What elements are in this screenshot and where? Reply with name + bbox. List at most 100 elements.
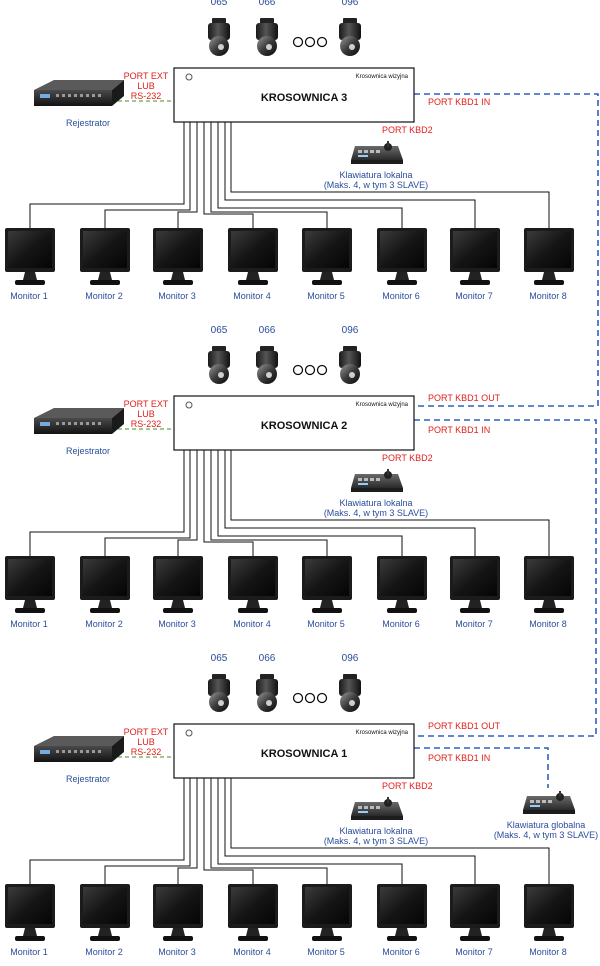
keyboard-display	[358, 811, 368, 813]
ptz-camera-icon	[339, 346, 361, 384]
recorder-display	[40, 750, 50, 754]
matrix-switch-box	[173, 67, 415, 123]
connection-line	[104, 122, 191, 228]
monitor-label: Monitor 6	[382, 291, 420, 301]
monitor-neck	[320, 272, 334, 280]
recorder-side	[112, 736, 124, 762]
camera-mount	[260, 674, 274, 680]
recorder-button	[98, 422, 101, 425]
monitor-neck	[246, 272, 260, 280]
kbd1-in-port-label: PORT KBD1 IN	[428, 753, 490, 763]
monitor-neck	[171, 272, 185, 280]
keyboard-base	[351, 816, 403, 820]
ellipsis-circle-icon	[316, 36, 328, 48]
connection-line	[230, 778, 550, 884]
recorder-icon	[34, 80, 124, 106]
connection-line	[203, 122, 254, 228]
monitor-icon	[377, 556, 427, 613]
matrix-switch-box	[173, 395, 415, 451]
monitor-screen	[527, 559, 571, 596]
keyboard-base	[351, 488, 403, 492]
matrix-title: KROSOWNICA 1	[261, 748, 347, 760]
keyboard-key	[364, 478, 368, 481]
monitor-icon	[228, 556, 278, 613]
keyboard-icon	[351, 141, 403, 164]
power-led-icon	[185, 729, 193, 737]
camera-lens	[218, 44, 224, 50]
monitor-stand	[90, 280, 120, 285]
joystick-shaft	[387, 141, 389, 147]
monitor-icon	[153, 228, 203, 285]
recorder-side	[112, 80, 124, 106]
monitor-label: Monitor 2	[85, 619, 123, 629]
recorder-button	[62, 750, 65, 753]
wires-layer	[29, 93, 599, 884]
camera-lens	[218, 700, 224, 706]
recorder-icon	[34, 408, 124, 434]
matrix-sublabel: Krosownica wizyjna	[356, 730, 409, 736]
recorder-button	[68, 94, 71, 97]
monitor-stand	[460, 608, 490, 613]
local-keyboard-label: Klawiatura lokalna	[339, 170, 412, 180]
keyboard-key	[530, 800, 534, 803]
camera-lens	[266, 44, 272, 50]
keyboard-key	[376, 478, 380, 481]
kbd1-chain-link	[414, 93, 599, 407]
monitor-icon	[450, 884, 500, 941]
connection-line	[203, 450, 254, 556]
monitor-stand	[534, 280, 564, 285]
recorder-button	[98, 750, 101, 753]
keyboard-key	[370, 478, 374, 481]
ellipsis-circle-icon	[292, 364, 304, 376]
connection-line	[29, 450, 185, 556]
monitor-neck	[395, 600, 409, 608]
recorder-side	[112, 408, 124, 434]
monitor-icon	[153, 556, 203, 613]
recorder-port-label: LUB	[137, 737, 155, 747]
camera-housing	[256, 679, 278, 696]
recorder-button	[86, 422, 89, 425]
recorder-port-label: RS-232	[131, 91, 162, 101]
monitor-label: Monitor 1	[10, 619, 48, 629]
devices-layer	[5, 18, 575, 941]
power-led-icon	[185, 73, 193, 81]
kbd2-port-label: PORT KBD2	[382, 453, 433, 463]
local-keyboard-label: Klawiatura lokalna	[339, 498, 412, 508]
ellipsis-circle-icon	[304, 364, 316, 376]
connection-line	[104, 778, 191, 884]
camera-id-label: 096	[342, 653, 359, 664]
monitor-stand	[312, 608, 342, 613]
monitor-icon	[228, 228, 278, 285]
camera-id-label: 065	[211, 325, 228, 336]
monitor-stand	[534, 936, 564, 941]
recorder-icon	[34, 736, 124, 762]
keyboard-display	[530, 805, 540, 807]
camera-mount	[343, 674, 357, 680]
connection-line	[177, 122, 198, 228]
camera-id-label: 096	[342, 0, 359, 8]
monitor-neck	[246, 928, 260, 936]
monitor-stand	[15, 280, 45, 285]
recorder-port-label: PORT EXT	[124, 727, 169, 737]
connection-line	[210, 778, 328, 884]
ptz-camera-icon	[256, 674, 278, 712]
ptz-camera-icon	[208, 674, 230, 712]
recorder-button	[68, 750, 71, 753]
monitor-screen	[231, 231, 275, 268]
keyboard-key	[536, 800, 540, 803]
monitor-label: Monitor 1	[10, 947, 48, 957]
monitor-neck	[542, 928, 556, 936]
monitor-neck	[23, 272, 37, 280]
keyboard-key	[364, 150, 368, 153]
monitor-neck	[468, 600, 482, 608]
global-keyboard-label: Klawiatura globalna	[507, 820, 586, 830]
monitor-stand	[90, 608, 120, 613]
monitor-icon	[302, 228, 352, 285]
power-led-icon	[185, 401, 193, 409]
monitor-stand	[312, 936, 342, 941]
camera-mount	[343, 18, 357, 24]
monitor-neck	[395, 928, 409, 936]
camera-housing	[339, 23, 361, 40]
